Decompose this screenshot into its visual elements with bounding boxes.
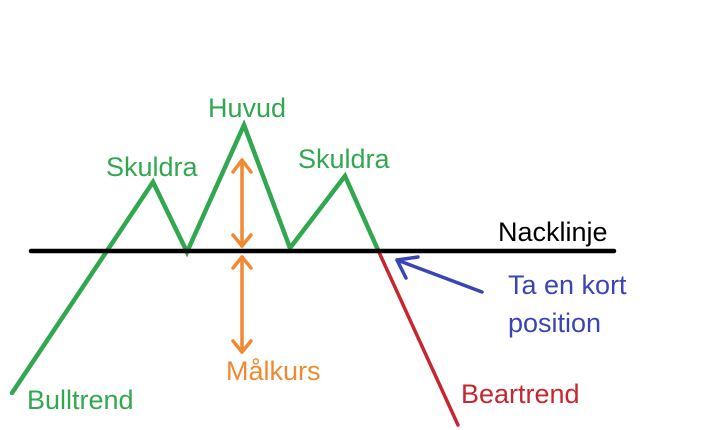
right-shoulder-label: Skuldra [298,144,391,174]
left-shoulder-label: Skuldra [106,152,199,182]
entry-arrowhead [395,255,420,280]
target-price-measure [231,158,253,354]
target-price-label: Målkurs [226,356,321,386]
upper-arrowhead-top [231,158,253,174]
lower-arrowhead-top [231,255,253,270]
bull-trend-line [9,119,381,396]
upper-arrowhead-bottom [231,233,253,248]
lower-arrowhead-bottom [231,339,253,354]
entry-arrow [395,255,484,294]
neckline-label: Nacklinje [498,217,608,247]
bear-trend-line [376,248,460,427]
bear-trend-label: Beartrend [461,379,580,409]
short-position-label-line1: Ta en kort [508,270,627,300]
bull-trend-label: Bulltrend [27,385,134,415]
entry-arrow-shaft [395,258,484,294]
short-position-label-line2: position [508,308,601,338]
head-label: Huvud [208,93,286,123]
